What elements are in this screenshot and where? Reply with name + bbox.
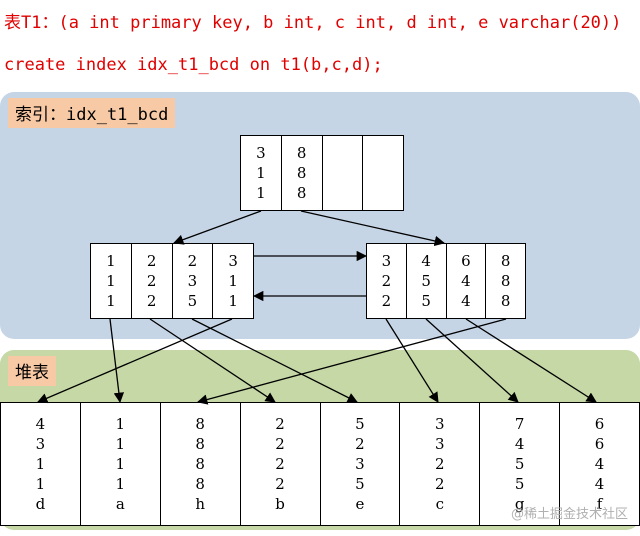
cell-value: d [35,495,46,513]
cell-value: f [596,495,603,513]
cell-value: 2 [146,272,157,290]
cell-value: 1 [115,475,126,493]
cell: 8 8 8 [280,136,322,210]
cell-value: 3 [381,252,392,270]
cell-value: 4 [594,455,605,473]
cell-value: 2 [435,475,445,493]
cell-value: 1 [115,455,126,473]
cell-value: 5 [187,292,198,310]
cell-value: 2 [146,292,157,310]
table-definition-line: 表T1：(a int primary key, b int, c int, d … [4,13,622,33]
cell-value: 3 [187,272,198,290]
cell-value: 5 [514,475,525,493]
cell-value: 1 [115,415,126,433]
cell: 1 1 1 [91,244,131,318]
heap-panel-label: 堆表 [8,356,56,386]
cell-value: 1 [228,292,238,310]
cell-value: 6 [594,415,605,433]
cell-value: 4 [35,415,46,433]
cell-value: 2 [381,272,392,290]
cell-value: 8 [296,164,307,182]
cell-value: 2 [275,455,285,473]
cell: 2 2 2 2 b [239,403,320,525]
cell-value: 3 [35,435,46,453]
cell-value: e [355,495,365,513]
btree-leaf-node-right: 3 2 2 4 5 5 6 4 4 8 8 8 [366,243,526,319]
cell-value: 1 [228,272,238,290]
cell-value: 2 [146,252,157,270]
cell: 3 1 1 [241,136,281,210]
cell-value: 1 [35,455,46,473]
cell: 4 3 1 1 d [1,403,80,525]
cell-value: 8 [296,144,307,162]
cell-value: 4 [514,435,525,453]
cell-value: g [514,495,525,513]
cell-value: 3 [355,455,365,473]
cell-value: 5 [421,272,431,290]
cell-value: 3 [435,415,445,433]
cell: 3 3 2 2 c [399,403,479,525]
cell-value: 3 [435,435,445,453]
cell-value: 3 [256,144,266,162]
cell-value: 8 [195,435,205,453]
cell-value: 5 [421,292,431,310]
create-index-line: create index idx_t1_bcd on t1(b,c,d); [4,55,383,75]
cell-value: 2 [275,475,285,493]
cell: 2 2 2 [130,244,172,318]
cell-value: 4 [421,252,431,270]
cell-value: 3 [228,252,238,270]
cell: 6 6 4 4 f [559,403,639,525]
index-panel-label: 索引：idx_t1_bcd [8,98,176,128]
cell-value: 4 [461,292,471,310]
cell-value: 5 [514,455,525,473]
cell-value: 2 [435,455,445,473]
cell-value: 1 [106,272,116,290]
cell-value: 4 [594,475,605,493]
cell-value: 2 [381,292,392,310]
cell-value: a [115,495,125,513]
cell: 6 4 4 [445,244,486,318]
cell-value: 2 [275,415,285,433]
btree-root-node: 3 1 1 8 8 8 [240,135,404,211]
cell: 8 8 8 [485,244,525,318]
watermark: @稀土掘金技术社区 [510,507,628,522]
heap-table: 4 3 1 1 d 1 1 1 1 a 8 8 8 8 h 2 2 2 2 b 5 2 3 5 e 3 3 2 2 c 7 4 5 5 g 6 6 4 4 f [0,402,640,526]
cell: 5 2 3 5 e [319,403,400,525]
cell-value: b [275,495,285,513]
btree-leaf-node-left: 1 1 1 2 2 2 2 3 5 3 1 1 [90,243,254,319]
cell-value: 6 [461,252,471,270]
cell-value: 8 [500,252,511,270]
cell-value: 1 [106,252,116,270]
cell-value: 5 [355,475,365,493]
cell-value: 1 [106,292,116,310]
cell: 7 4 5 5 g [479,403,559,525]
cell-value: 8 [195,475,205,493]
cell: 8 8 8 8 h [159,403,240,525]
cell-value: 7 [514,415,525,433]
cell-value: 1 [115,435,126,453]
cell [362,136,403,210]
cell-value: 1 [256,164,266,182]
cell-value: 1 [256,184,266,202]
cell-value: 2 [275,435,285,453]
cell-value: 1 [35,475,46,493]
cell-value: 2 [355,435,365,453]
cell-value: 8 [296,184,307,202]
cell-value: 6 [594,435,605,453]
cell-value: 8 [195,415,205,433]
cell: 4 5 5 [405,244,446,318]
cell-value: 8 [195,455,205,473]
cell-value: 8 [500,272,511,290]
cell-value: h [195,495,206,513]
cell-value: 2 [187,252,198,270]
cell: 3 1 1 [212,244,253,318]
cell-value: 5 [355,415,365,433]
cell-value: 8 [500,292,511,310]
cell: 3 2 2 [367,244,406,318]
cell-value: 4 [461,272,471,290]
cell-value: c [435,495,445,513]
cell: 2 3 5 [171,244,213,318]
cell: 1 1 1 1 a [79,403,160,525]
cell [321,136,363,210]
